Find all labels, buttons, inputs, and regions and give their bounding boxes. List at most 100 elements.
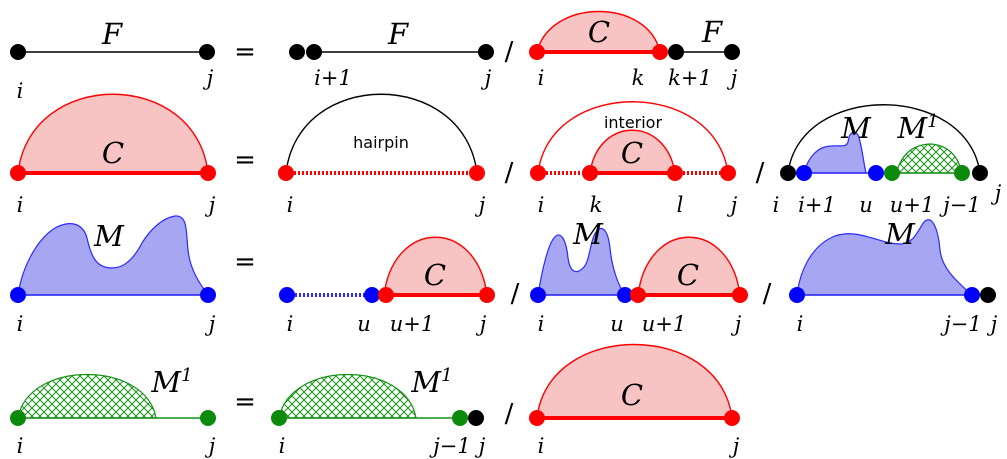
index-u-plus-1: u+1 xyxy=(390,312,434,336)
node-j xyxy=(199,44,215,60)
index-i-plus-1: i+1 xyxy=(798,193,836,217)
index-l: l xyxy=(677,193,684,217)
slash-separator: / xyxy=(505,37,514,67)
node-j xyxy=(724,410,740,426)
symbol-M: M xyxy=(572,217,604,251)
node-i xyxy=(10,287,26,303)
F-case-closed-prefix: C F i k k+1 j xyxy=(529,10,740,90)
index-j-minus-1: j−1 xyxy=(940,312,981,336)
node-j xyxy=(479,287,495,303)
node-i-plus-1 xyxy=(796,165,812,181)
index-j: j xyxy=(476,312,487,336)
node-i xyxy=(279,287,295,303)
node-j xyxy=(724,44,740,60)
equals-sign: = xyxy=(234,145,256,175)
index-j: j xyxy=(987,312,998,336)
node-i xyxy=(289,44,305,60)
index-i: i xyxy=(538,66,545,90)
C-case-hairpin: hairpin i j xyxy=(278,93,486,217)
node-u xyxy=(617,287,633,303)
node-i xyxy=(780,165,796,181)
node-i xyxy=(10,410,26,426)
F-case-unpaired-i: F i+1 j xyxy=(289,17,494,90)
equals-sign: = xyxy=(234,37,256,67)
index-i: i xyxy=(538,312,545,336)
index-j: j xyxy=(203,66,214,90)
index-j: j xyxy=(727,193,738,217)
label-hairpin: hairpin xyxy=(353,133,409,152)
node-i xyxy=(530,287,546,303)
symbol-C: C xyxy=(588,15,610,49)
index-j: j xyxy=(475,193,486,217)
node-i xyxy=(10,44,26,60)
equals-sign: = xyxy=(234,387,256,417)
M-case-unpaired-suffix: M i j−1 j xyxy=(789,217,998,336)
node-j-minus-1 xyxy=(954,165,970,181)
C-lhs: C i j xyxy=(10,93,216,217)
index-i: i xyxy=(773,193,780,217)
node-i xyxy=(529,44,545,60)
symbol-C: C xyxy=(621,378,643,412)
node-i-plus-1 xyxy=(306,44,322,60)
node-i xyxy=(789,287,805,303)
index-u-plus-1: u+1 xyxy=(890,193,934,217)
node-j xyxy=(980,287,996,303)
F-lhs: F i j xyxy=(10,17,215,103)
row-C: C i j = hairpin i j / interior xyxy=(10,93,1002,217)
node-j xyxy=(200,165,216,181)
index-j: j xyxy=(205,312,216,336)
node-u-plus-1 xyxy=(884,165,900,181)
index-i: i xyxy=(538,193,545,217)
slash-separator: / xyxy=(505,158,514,188)
index-j: j xyxy=(475,434,486,458)
index-k: k xyxy=(632,66,645,90)
index-j: j xyxy=(205,193,216,217)
slash-separator: / xyxy=(756,158,765,188)
index-j: j xyxy=(727,66,738,90)
index-u: u xyxy=(357,312,371,336)
index-i: i xyxy=(17,193,24,217)
index-k-plus-1: k+1 xyxy=(668,66,712,90)
node-j xyxy=(200,287,216,303)
M1-case-closed: C i j xyxy=(529,343,740,458)
index-i: i xyxy=(17,312,24,336)
node-k-plus-1 xyxy=(668,44,684,60)
node-i xyxy=(10,165,26,181)
node-j-minus-1 xyxy=(452,410,468,426)
slash-separator: / xyxy=(505,399,514,429)
node-u-plus-1 xyxy=(378,287,394,303)
M-lhs: M i j xyxy=(10,215,216,336)
node-k xyxy=(652,44,668,60)
row-M1: M1 i j = M1 i j−1 j / C i j xyxy=(10,343,740,458)
M1-lhs: M1 i j xyxy=(10,365,216,458)
index-i: i xyxy=(287,193,294,217)
index-i-plus-1: i+1 xyxy=(314,66,352,90)
node-u-plus-1 xyxy=(630,287,646,303)
node-j xyxy=(732,287,748,303)
node-j xyxy=(200,410,216,426)
index-i: i xyxy=(538,434,545,458)
node-u xyxy=(364,287,380,303)
node-i xyxy=(530,165,546,181)
index-j: j xyxy=(991,181,1002,205)
symbol-C: C xyxy=(424,258,446,292)
index-i: i xyxy=(17,434,24,458)
node-j xyxy=(478,44,494,60)
node-j xyxy=(468,410,484,426)
node-l xyxy=(667,165,683,181)
symbol-M: M xyxy=(840,111,872,145)
M-case-unpaired-prefix: C i u u+1 j xyxy=(279,236,495,336)
symbol-M1: M1 xyxy=(410,365,452,399)
node-j-minus-1 xyxy=(964,287,980,303)
symbol-F: F xyxy=(387,17,409,51)
row-M: M i j = C i u u+1 j / xyxy=(10,215,998,336)
equals-sign: = xyxy=(234,247,256,277)
node-k xyxy=(582,165,598,181)
node-j xyxy=(469,165,485,181)
slash-separator: / xyxy=(763,279,772,309)
symbol-C: C xyxy=(102,136,124,170)
index-i: i xyxy=(287,312,294,336)
node-i xyxy=(278,165,294,181)
index-k: k xyxy=(590,193,603,217)
